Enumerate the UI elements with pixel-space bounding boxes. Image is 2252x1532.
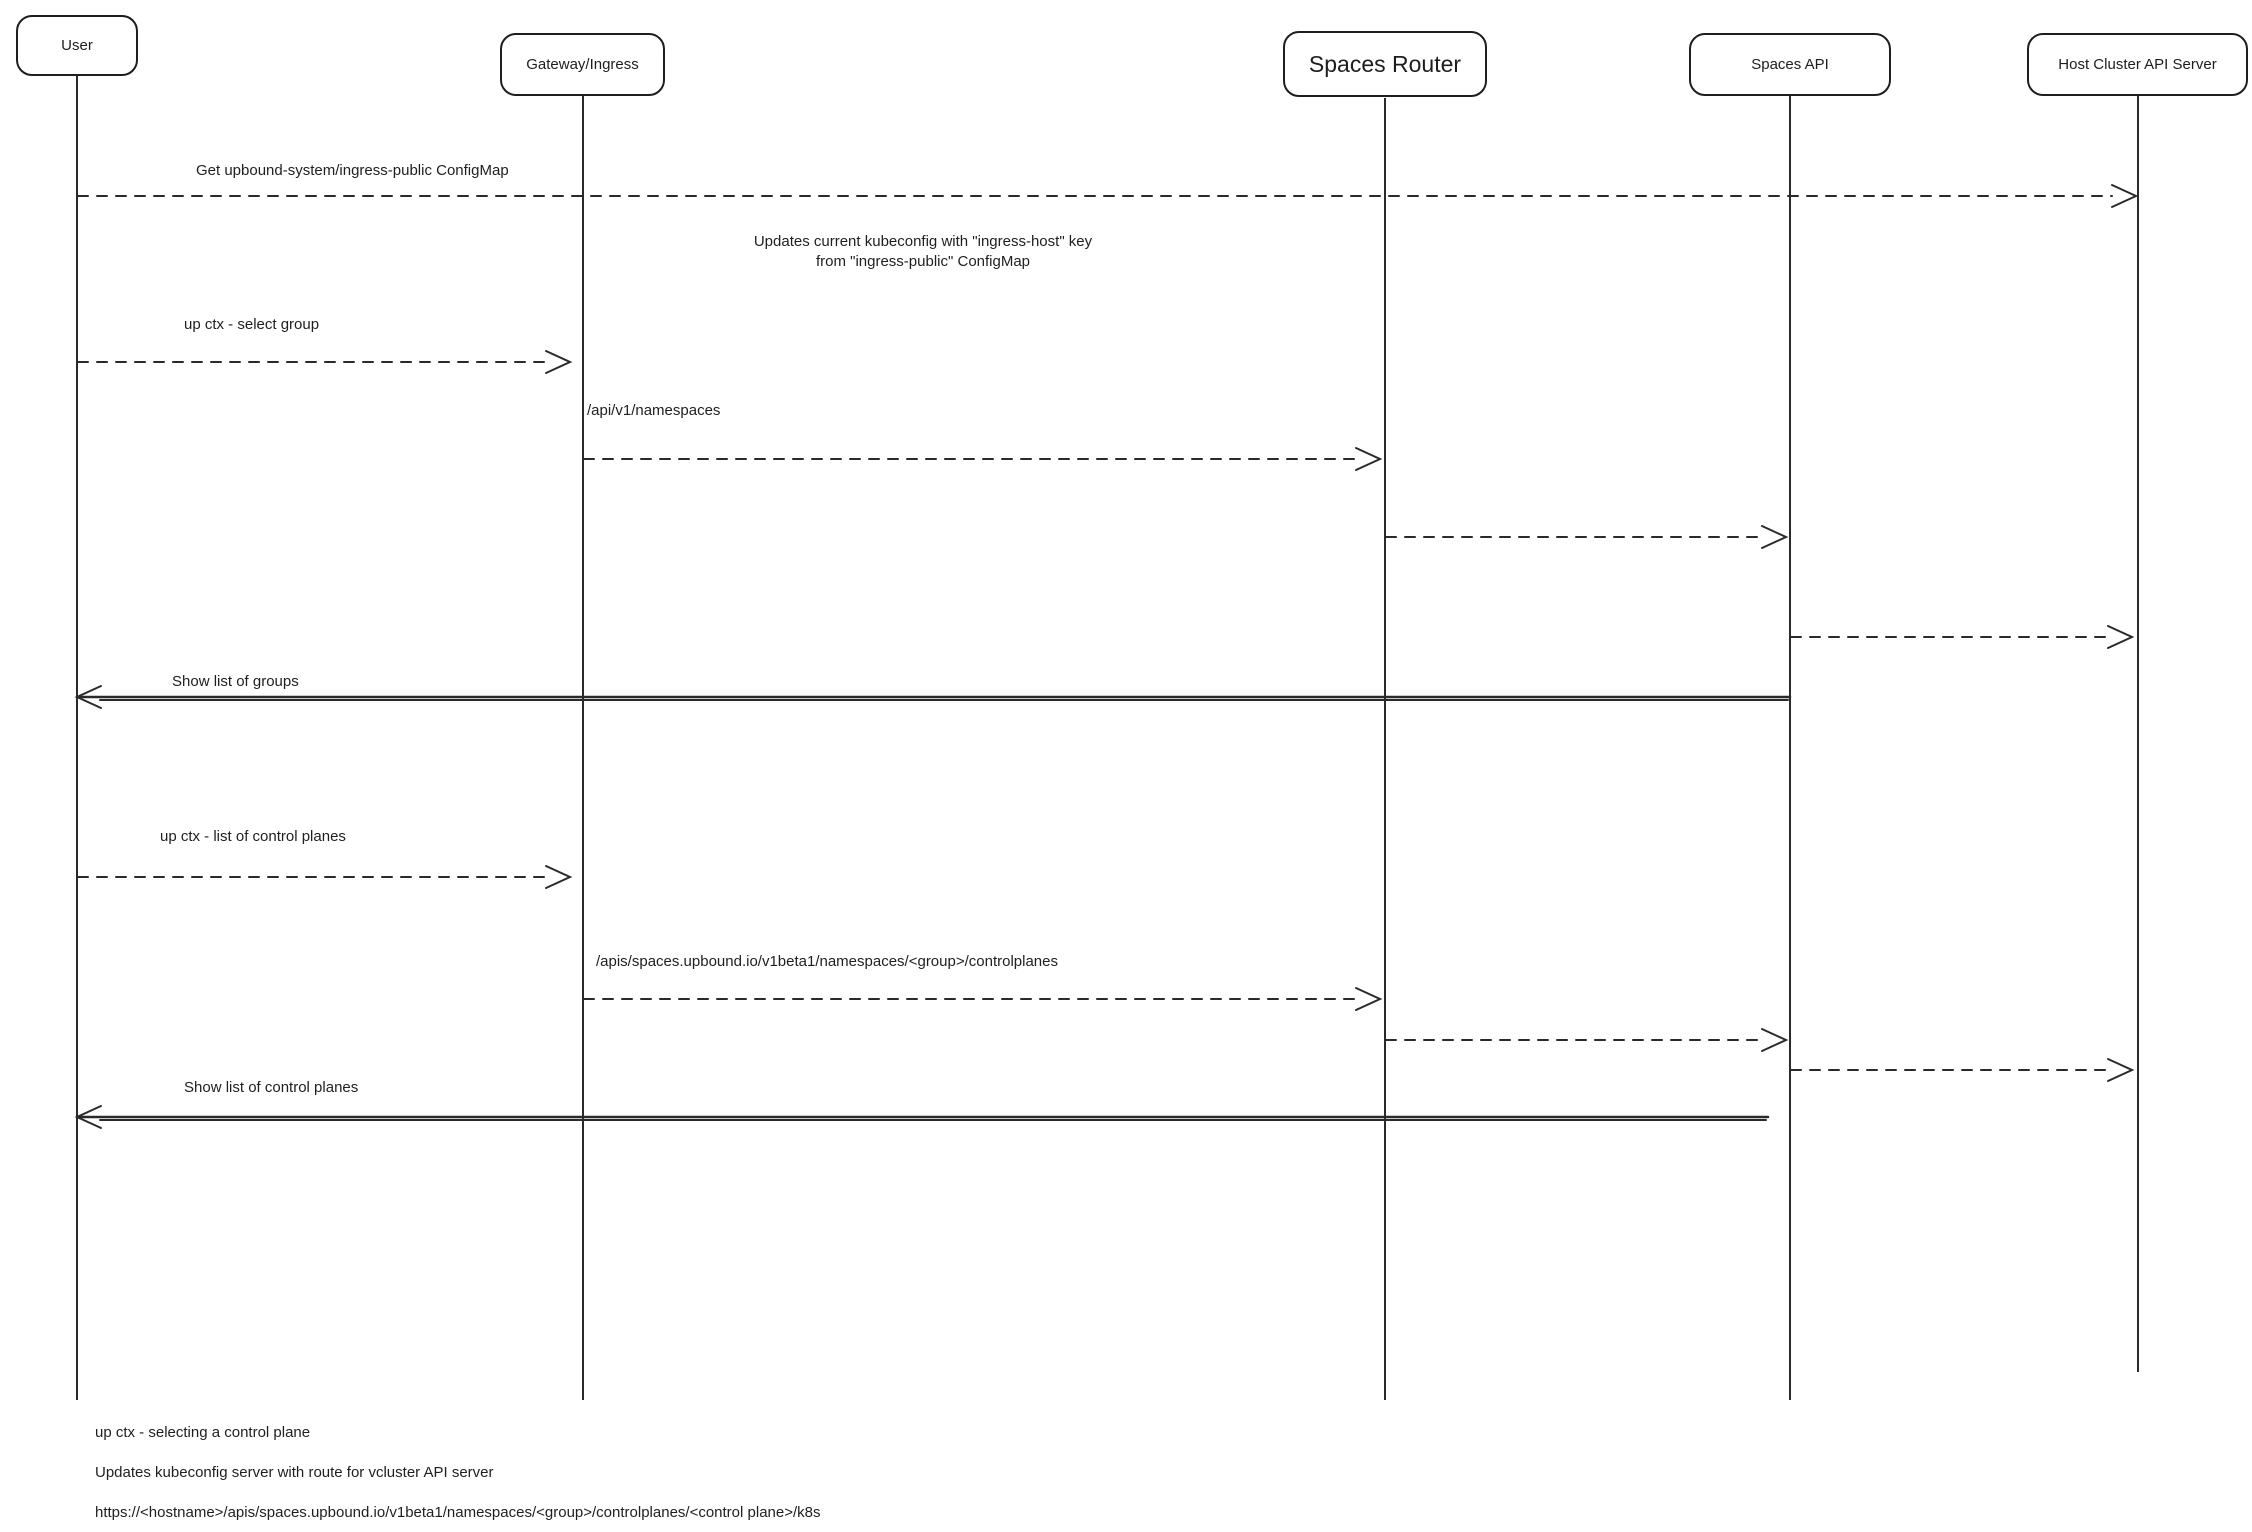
message-apis-controlplanes: /apis/spaces.upbound.io/v1beta1/namespac… (596, 953, 1058, 970)
actor-user-label: User (61, 37, 93, 54)
message-list-control-planes: up ctx - list of control planes (160, 828, 346, 845)
arrow-gateway-to-router-controlplanes (583, 987, 1383, 1011)
footnote-updates-kubeconfig-route: Updates kubeconfig server with route for… (95, 1464, 494, 1481)
footnote-vcluster-url: https://<hostname>/apis/spaces.upbound.i… (95, 1504, 821, 1521)
actor-spaces-router-label: Spaces Router (1308, 50, 1462, 77)
footnote-selecting-control-plane: up ctx - selecting a control plane (95, 1424, 311, 1441)
note-updates-kubeconfig-line2: from "ingress-public" ConfigMap (815, 253, 1031, 270)
actor-gateway-ingress: Gateway/Ingress (500, 33, 665, 96)
actor-user: User (16, 15, 138, 76)
note-updates-kubeconfig-line1: Updates current kubeconfig with "ingress… (753, 233, 1093, 250)
arrow-return-show-groups (74, 685, 1792, 709)
actor-host-cluster-api-server-label: Host Cluster API Server (2058, 56, 2217, 73)
arrow-gateway-to-router-namespaces (583, 447, 1383, 471)
lifelines (76, 76, 2139, 1400)
arrow-user-to-gateway-select-group (77, 350, 573, 374)
actor-host-cluster-api-server: Host Cluster API Server (2027, 33, 2248, 96)
message-show-control-planes: Show list of control planes (184, 1079, 359, 1096)
note-updates-kubeconfig: Updates current kubeconfig with "ingress… (754, 232, 1092, 272)
message-get-configmap: Get upbound-system/ingress-public Config… (196, 162, 509, 179)
message-select-group: up ctx - select group (184, 316, 320, 333)
arrow-router-to-spaces-api-2 (1385, 1028, 1789, 1052)
arrow-user-to-host-get-configmap (77, 184, 2139, 208)
arrow-return-show-control-planes (74, 1105, 1770, 1129)
arrow-user-to-gateway-list-control-planes (77, 865, 573, 889)
message-show-groups: Show list of groups (172, 673, 299, 690)
arrow-spaces-api-to-host-1 (1790, 625, 2135, 649)
actor-spaces-api: Spaces API (1689, 33, 1891, 96)
actor-spaces-api-label: Spaces API (1751, 56, 1829, 73)
actor-spaces-router: Spaces Router (1283, 31, 1487, 97)
arrow-spaces-api-to-host-2 (1790, 1058, 2135, 1082)
message-api-namespaces: /api/v1/namespaces (587, 402, 721, 419)
actor-gateway-ingress-label: Gateway/Ingress (526, 56, 639, 73)
arrow-router-to-spaces-api-1 (1385, 525, 1789, 549)
